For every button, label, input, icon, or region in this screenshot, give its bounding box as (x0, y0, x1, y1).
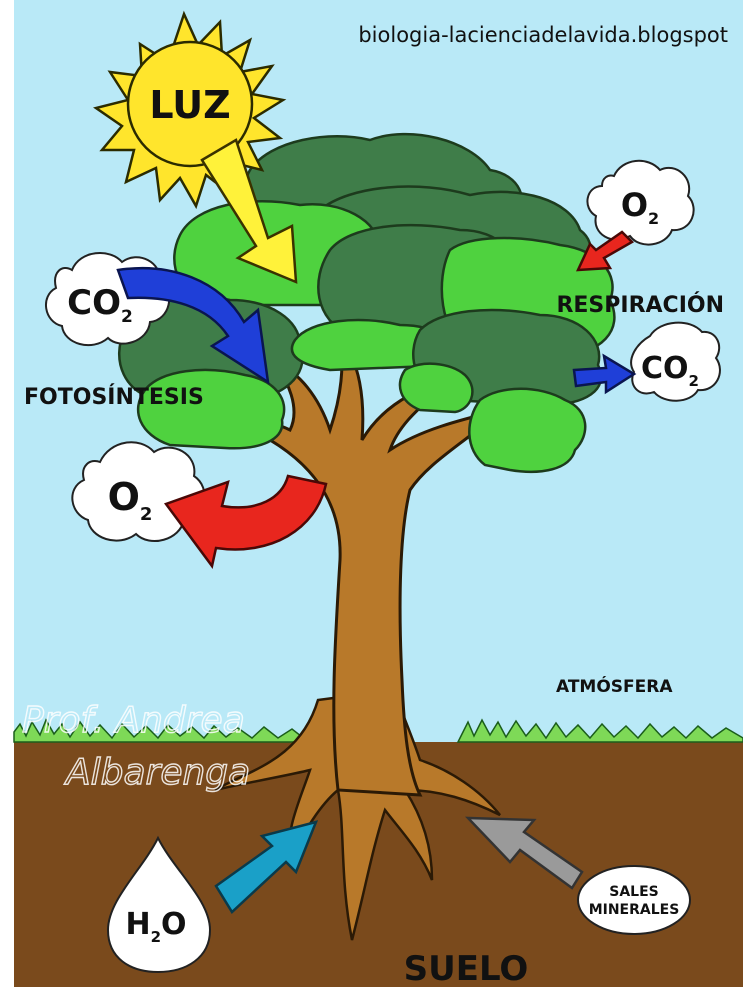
photosynthesis-label: FOTOSÍNTESIS (24, 384, 204, 410)
svg-text:CO2: CO2 (641, 351, 699, 390)
watermark-line2: Albarenga (64, 752, 250, 793)
light-arrow (200, 138, 298, 284)
co2-output-formula: CO (641, 351, 689, 386)
water-formula-sub: 2 (151, 928, 161, 946)
tree-canopy (117, 132, 616, 474)
svg-text:CO2: CO2 (67, 283, 133, 327)
o2-output-arrow (163, 474, 328, 569)
o2-output-formula: O (108, 475, 140, 519)
water-arrow (214, 820, 319, 914)
o2-output-cloud (71, 441, 206, 543)
water-formula-o: O (161, 907, 187, 942)
minerals-line2: MINERALES (589, 902, 680, 918)
co2-output-cloud (630, 321, 721, 402)
svg-text:O2: O2 (108, 475, 153, 525)
o2-output-subscript: 2 (140, 504, 153, 525)
water-drop-icon (106, 835, 212, 974)
soil-label: SUELO (404, 949, 529, 987)
o2-input-cloud (586, 159, 695, 246)
roots (214, 688, 501, 941)
atmosphere-label: ATMÓSFERA (556, 675, 673, 697)
watermark-line1: Prof. Andrea (22, 700, 245, 741)
o2-input-formula: O (621, 186, 648, 224)
respiration-label: RESPIRACIÓN (556, 292, 724, 318)
co2-input-formula: CO (67, 283, 121, 323)
source-credit: biologia-lacienciadelavida.blogspot (358, 23, 728, 47)
co2-input-arrow (116, 266, 270, 385)
svg-text:O2: O2 (621, 186, 659, 228)
minerals-arrow (464, 816, 584, 890)
grass-strip (13, 718, 743, 743)
svg-text:H2O: H2O (125, 907, 186, 946)
minerals-line1: SALES (609, 884, 659, 900)
co2-output-subscript: 2 (689, 372, 699, 390)
o2-input-arrow (575, 230, 635, 272)
minerals-bubble (577, 865, 691, 935)
o2-input-subscript: 2 (648, 209, 659, 228)
co2-input-subscript: 2 (121, 307, 133, 327)
co2-output-arrow (572, 353, 637, 395)
sun-label: LUZ (149, 83, 230, 127)
water-formula-h: H (125, 907, 150, 942)
